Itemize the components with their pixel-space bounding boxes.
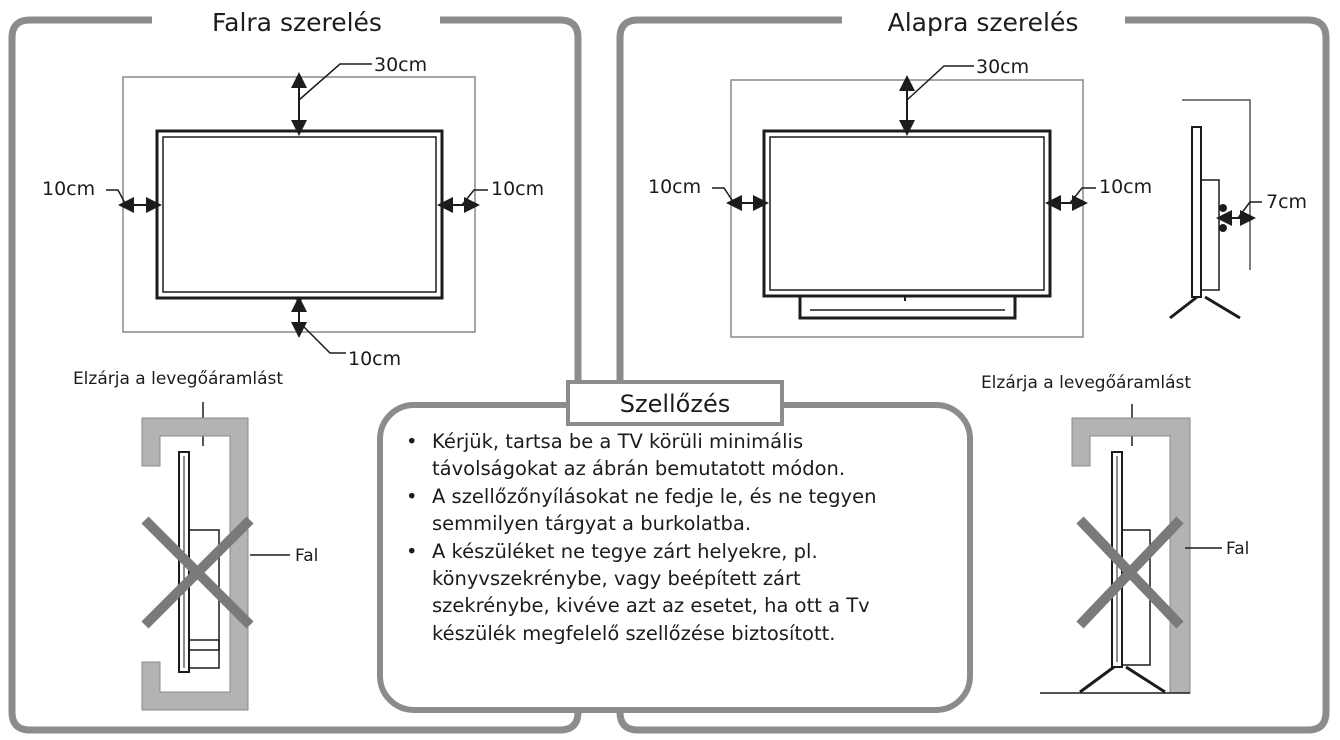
ventilation-line: készülék megfelelő szellőzése biztosítot… xyxy=(432,621,836,645)
ventilation-item: • A szellőzőnyílásokat ne fedje le, és n… xyxy=(402,483,962,538)
wall-panel-title: Falra szerelés xyxy=(212,8,382,37)
stand-fal-label: Fal xyxy=(1226,539,1249,559)
ventilation-item: • Kérjük, tartsa be a TV körüli minimáli… xyxy=(402,428,962,483)
ventilation-line: szekrénybe, kivéve azt az esetet, ha ott… xyxy=(432,594,870,618)
ventilation-line: A készüléket ne tegye zárt helyekre, pl. xyxy=(432,539,818,563)
wall-fal-label: Fal xyxy=(295,546,318,566)
wall-blocked-label: Elzárja a levegőáramlást xyxy=(73,369,283,389)
stand-blocked-label: Elzárja a levegőáramlást xyxy=(981,373,1191,393)
stand-dim-side: 7cm xyxy=(1266,191,1307,213)
wall-dim-left: 10cm xyxy=(42,178,95,200)
wall-dim-bottom: 10cm xyxy=(348,348,401,370)
stand-dim-right: 10cm xyxy=(1099,176,1152,198)
ventilation-title-tab xyxy=(566,380,784,426)
bullet: • xyxy=(406,539,418,563)
stand-blocked-cross xyxy=(1076,516,1184,629)
wall-dim-right: 10cm xyxy=(491,178,544,200)
wall-blocked-cross xyxy=(141,516,254,629)
ventilation-item: • A készüléket ne tegye zárt helyekre, p… xyxy=(402,538,962,648)
stand-dim-top: 30cm xyxy=(976,56,1029,78)
stand-tv-front xyxy=(762,129,1052,320)
wall-panel-frame xyxy=(8,16,582,734)
stand-dim-left: 10cm xyxy=(648,176,701,198)
wall-enclosure xyxy=(141,417,249,711)
bullet: • xyxy=(406,484,418,508)
stand-mount-panel: Alapra szerelés 30cm 10cm 10cm 7c xyxy=(616,8,1330,734)
stand-enclosure xyxy=(1071,417,1191,694)
ventilation-line: Kérjük, tartsa be a TV körüli minimális xyxy=(432,430,804,453)
ventilation-list: • Kérjük, tartsa be a TV körüli minimáli… xyxy=(402,428,962,647)
ventilation-line: távolságokat az ábrán bemutatott módon. xyxy=(432,457,846,481)
ventilation-line: A szellőzőnyílásokat ne fedje le, és ne … xyxy=(432,484,877,508)
stand-panel-frame xyxy=(616,16,1330,734)
stand-tv-side xyxy=(1079,451,1166,694)
stand-panel-title: Alapra szerelés xyxy=(888,8,1079,37)
wall-tv-front xyxy=(155,129,444,304)
ventilation-line: semmilyen tárgyat a burkolatba. xyxy=(432,512,752,536)
wall-mount-panel: Falra szerelés 30cm 10cm 10cm 10cm Elzár… xyxy=(8,8,582,734)
stand-tv-side-view xyxy=(1169,99,1251,320)
wall-dim-top: 30cm xyxy=(374,54,427,76)
ventilation-line: könyvszekrénybe, vagy beépített zárt xyxy=(432,567,801,591)
bullet: • xyxy=(406,430,418,453)
ventilation-title: Szellőzés xyxy=(620,390,730,418)
ventilation-box: Szellőzés xyxy=(377,380,973,713)
